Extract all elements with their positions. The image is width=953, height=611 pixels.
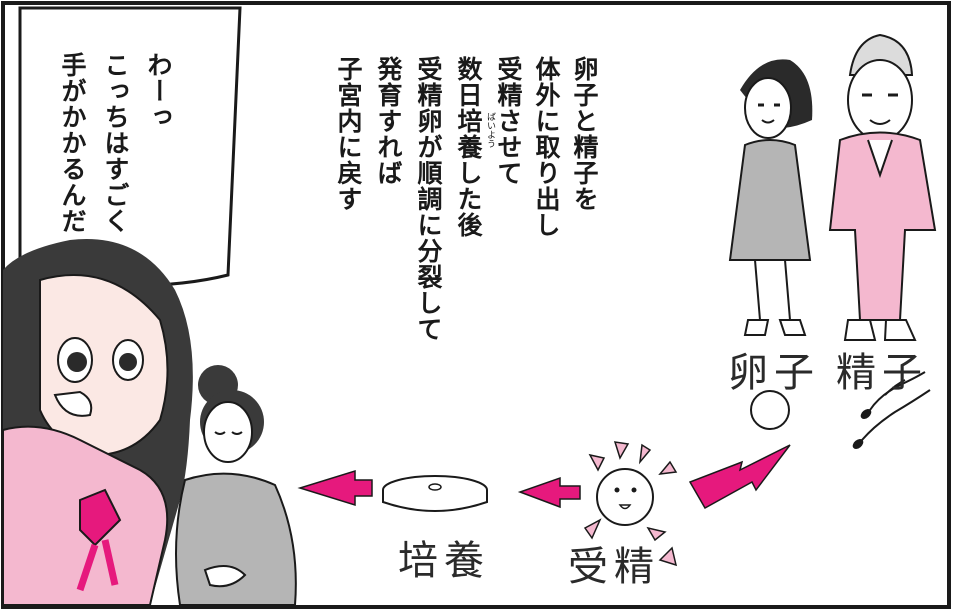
- label-egg: 卵子: [728, 350, 820, 396]
- man-figure: [828, 33, 937, 341]
- arrow-icon: [297, 444, 791, 510]
- arrow-fertilization-to-culture: [517, 476, 581, 509]
- narration-line-2: 体外に取り出し: [532, 56, 561, 238]
- petri-dish-icon: [382, 475, 488, 512]
- woman-gray-figure: [175, 365, 297, 606]
- narration-line-1: 卵子と精子を: [570, 56, 599, 212]
- speech-line-2: こっちはすごく: [101, 52, 130, 234]
- ruby-baiyou: ばいよう: [485, 112, 495, 148]
- arrow-sperm-to-fertilization: [688, 444, 791, 510]
- sperm-icon: [852, 371, 931, 449]
- fertilized-egg-icon: [583, 441, 678, 567]
- narration-line-4: 数日培養した後: [454, 56, 483, 238]
- egg-circle-icon: [750, 390, 790, 430]
- narration-line-5: 受精卵が順調に分裂して: [414, 56, 443, 342]
- label-sperm: 精子: [836, 350, 928, 396]
- speech-line-1: わーっ: [144, 52, 173, 130]
- label-culture: 培養: [398, 538, 490, 584]
- narration-line-3: 受精させて: [494, 56, 523, 186]
- arrow-culture-to-uterus: [297, 469, 373, 507]
- narration-line-7: 子宮内に戻す: [334, 56, 363, 212]
- label-fertilization: 受精: [568, 544, 660, 590]
- girl-figure: [2, 239, 193, 606]
- narration-line-6: 発育すれば: [374, 56, 403, 186]
- woman-egg-figure: [728, 59, 813, 336]
- speech-line-3: 手がかかるんだ: [58, 52, 87, 234]
